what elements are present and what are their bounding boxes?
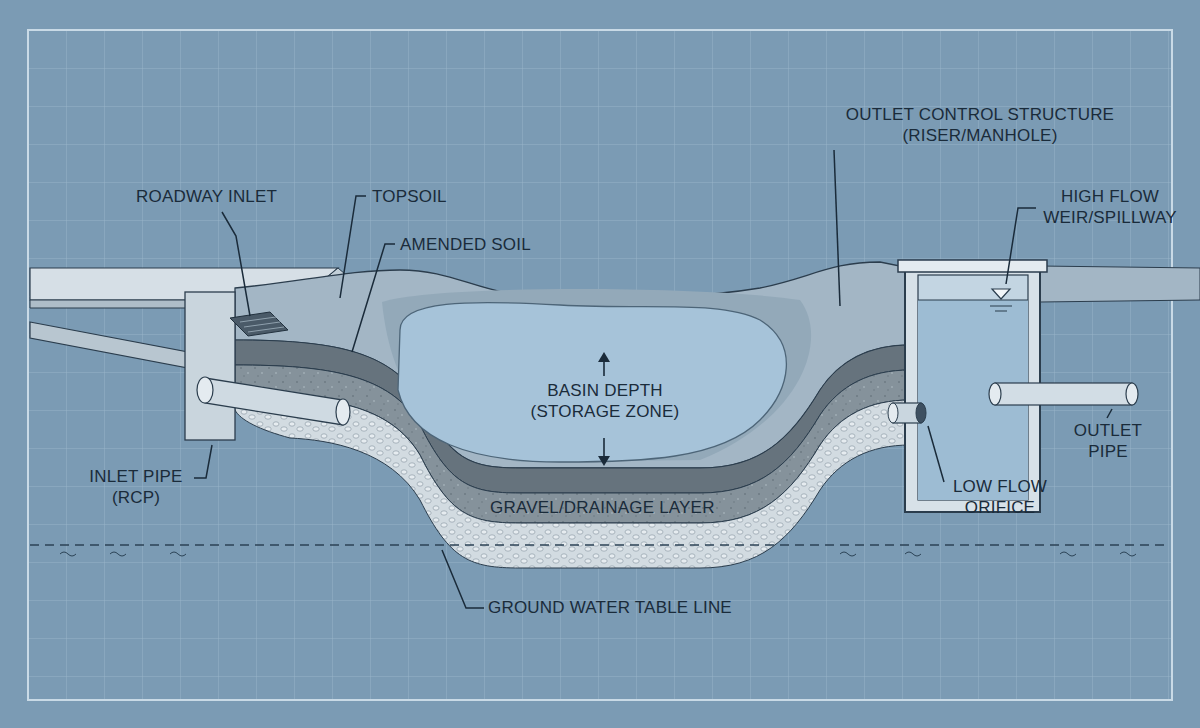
- leader-line: [928, 426, 944, 482]
- orifice-opening: [916, 403, 926, 423]
- part-label: AMENDED SOIL: [400, 234, 531, 255]
- part-label: OUTLET CONTROL STRUCTURE (RISER/MANHOLE): [820, 104, 1140, 147]
- basin-bowl: [382, 289, 811, 462]
- leader-line: [1107, 409, 1112, 418]
- pipe-end: [197, 377, 213, 403]
- inlet-grate: [230, 312, 288, 336]
- part-label: TOPSOIL: [372, 186, 447, 207]
- leader-line: [1006, 208, 1036, 284]
- water-line: [918, 300, 1028, 311]
- part-label: INLET PIPE (RCP): [70, 466, 202, 509]
- orifice-end: [888, 403, 898, 423]
- leader-lines: [194, 150, 1112, 608]
- leader-line: [352, 244, 395, 352]
- leader-line: [340, 196, 366, 298]
- arrow-head: [598, 456, 610, 466]
- arrow-head: [598, 352, 610, 362]
- part-label: GRAVEL/DRAINAGE LAYER: [490, 497, 715, 518]
- part-label: OUTLET PIPE: [1066, 420, 1150, 463]
- inlet-pipe: [205, 378, 343, 425]
- rear-pipe: [30, 322, 188, 368]
- grate-bars: [240, 317, 284, 332]
- part-label: HIGH FLOW WEIR/SPILLWAY: [1032, 186, 1188, 229]
- inlet-box: [185, 292, 235, 440]
- outlet-pipe: [995, 383, 1132, 405]
- water-marks: [60, 552, 1136, 556]
- manhole-rim: [898, 260, 1047, 272]
- leader-line: [194, 445, 212, 478]
- part-label: GROUND WATER TABLE LINE: [488, 597, 732, 618]
- part-label: ROADWAY INLET: [136, 186, 277, 207]
- ground-right: [1040, 266, 1200, 302]
- leader-line: [834, 150, 840, 306]
- frame: [28, 30, 1172, 700]
- groundwater-line: [30, 544, 1170, 545]
- pipe-end: [1126, 383, 1138, 405]
- part-label: BASIN DEPTH (STORAGE ZONE): [520, 380, 690, 423]
- storage-water: [398, 303, 786, 462]
- grid: [28, 30, 1172, 700]
- leader-line: [442, 550, 484, 608]
- part-label: LOW FLOW ORIFICE: [940, 476, 1060, 519]
- pipe-end: [989, 383, 1001, 405]
- leader-line: [222, 212, 250, 316]
- pipe-end: [336, 399, 350, 425]
- water-level-symbol: [992, 289, 1010, 299]
